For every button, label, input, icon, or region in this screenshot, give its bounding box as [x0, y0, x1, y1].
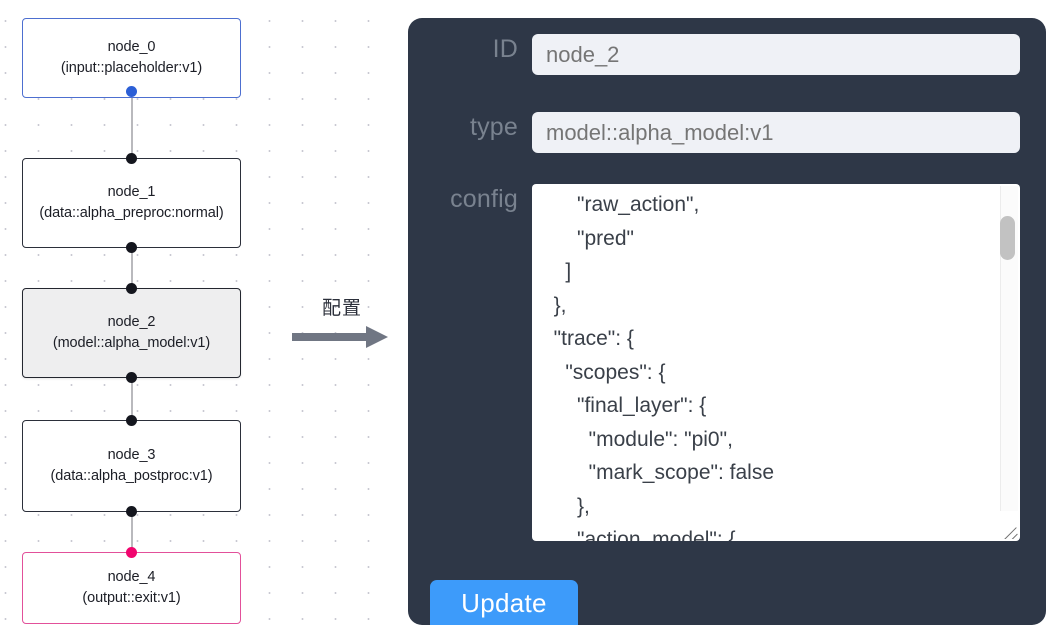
annotation-label: 配置	[321, 297, 362, 319]
arrow-shaft	[292, 333, 370, 341]
node-handle-source-node_2[interactable]	[126, 372, 137, 383]
node-label: node_4(output::exit:v1)	[82, 569, 181, 606]
edge-node2-node3	[131, 372, 133, 426]
graph-node-node_2[interactable]: node_2(model::alpha_model:v1)	[22, 288, 241, 378]
graph-node-node_0[interactable]: node_0(input::placeholder:v1)	[22, 18, 241, 98]
resize-grip-icon[interactable]	[1000, 521, 1018, 539]
annotation-group: 配置	[292, 296, 392, 348]
node-label: node_1(data::alpha_preproc:normal)	[39, 184, 224, 221]
node-handle-source-node_3[interactable]	[126, 506, 137, 517]
id-input[interactable]	[532, 34, 1020, 75]
field-row-id: ID	[408, 34, 1046, 75]
config-field-label: config	[450, 185, 518, 213]
field-row-type: type	[408, 112, 1046, 153]
arrow-head	[366, 326, 388, 348]
node-handle-target-node_3[interactable]	[126, 415, 137, 426]
graph-node-node_4[interactable]: node_4(output::exit:v1)	[22, 552, 241, 624]
arrow-right-icon	[292, 326, 392, 348]
graph-node-node_3[interactable]: node_3(data::alpha_postproc:v1)	[22, 420, 241, 512]
edge-node0-node1	[131, 92, 133, 164]
id-field-label: ID	[492, 35, 518, 63]
node-label: node_0(input::placeholder:v1)	[60, 39, 203, 76]
node-handle-target-node_4[interactable]	[126, 547, 137, 558]
node-label: node_2(model::alpha_model:v1)	[52, 314, 211, 351]
graph-node-node_1[interactable]: node_1(data::alpha_preproc:normal)	[22, 158, 241, 248]
field-row-config: config "raw_action", "pred" ] }, "trace"…	[408, 184, 1046, 541]
graph-canvas[interactable]: node_0(input::placeholder:v1) node_1(dat…	[0, 0, 400, 643]
config-panel: ID type config "raw_action", "pred" ] },…	[408, 18, 1046, 625]
config-textarea-wrapper: "raw_action", "pred" ] }, "trace": { "sc…	[532, 184, 1020, 541]
edge-node1-node2	[131, 242, 133, 294]
type-input[interactable]	[532, 112, 1020, 153]
node-label: node_3(data::alpha_postproc:v1)	[50, 447, 213, 484]
node-handle-target-node_1[interactable]	[126, 153, 137, 164]
scrollbar-thumb[interactable]	[1000, 216, 1015, 260]
node-handle-source-node_1[interactable]	[126, 242, 137, 253]
node-handle-target-node_2[interactable]	[126, 283, 137, 294]
node-handle-source-node_0[interactable]	[126, 86, 137, 97]
vertical-scrollbar[interactable]	[1000, 186, 1018, 511]
type-field-label: type	[469, 113, 518, 141]
config-textarea[interactable]: "raw_action", "pred" ] }, "trace": { "sc…	[532, 184, 1020, 541]
update-button[interactable]: Update	[430, 580, 578, 625]
edge-node3-node4	[131, 506, 133, 558]
